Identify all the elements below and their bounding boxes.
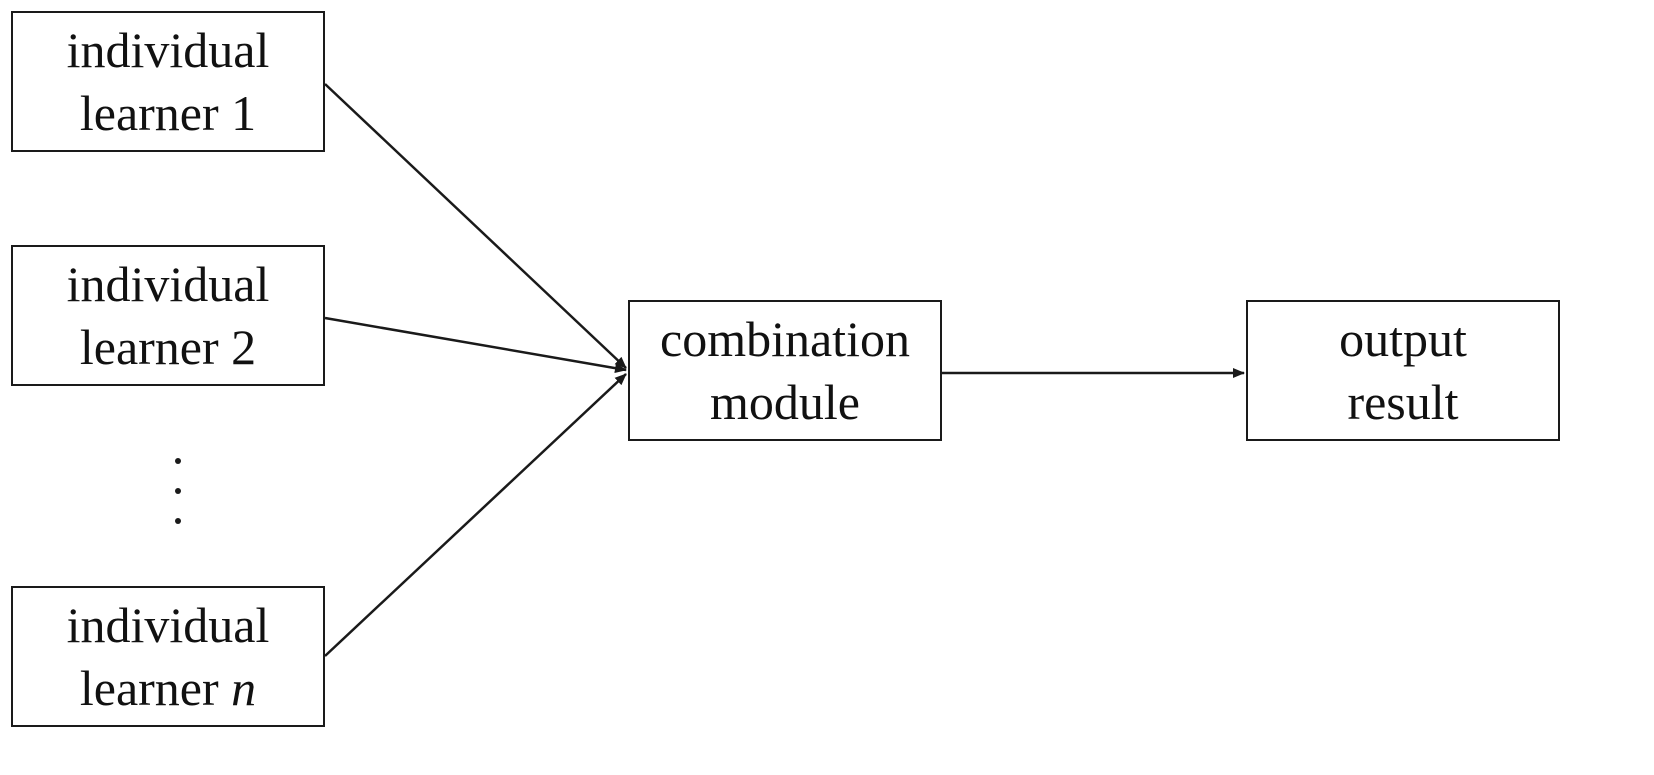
individual-learner-n-box: individual learner n xyxy=(11,586,325,727)
output-line1: output xyxy=(1339,310,1467,367)
learner-2-line2: learner 2 xyxy=(80,316,256,379)
ellipsis-dot xyxy=(175,458,181,464)
learner-2-index: 2 xyxy=(231,318,257,375)
output-result-box: output result xyxy=(1246,300,1560,441)
learner-1-line2: learner 1 xyxy=(80,82,256,145)
individual-learner-2-box: individual learner 2 xyxy=(11,245,325,386)
output-line2: result xyxy=(1347,373,1459,430)
learner-2-word: learner xyxy=(79,318,219,375)
ellipsis-dot xyxy=(175,488,181,494)
combination-module-box: combination module xyxy=(628,300,942,441)
learner-1-index: 1 xyxy=(231,84,257,141)
arrow-learner-n-to-combination xyxy=(324,373,627,657)
ellipsis-dot xyxy=(175,518,181,524)
learner-1-word: learner xyxy=(79,84,219,141)
individual-learner-1-box: individual learner 1 xyxy=(11,11,325,152)
combination-line1: combination xyxy=(660,310,910,367)
learner-n-line1: individual xyxy=(66,596,270,653)
learner-1-line1: individual xyxy=(66,21,270,78)
combination-line2: module xyxy=(710,373,860,430)
learner-n-line2: learner n xyxy=(80,657,256,720)
learner-n-word: learner xyxy=(79,659,219,716)
learner-2-line1: individual xyxy=(66,255,270,312)
arrow-learner-1-to-combination xyxy=(324,83,627,369)
learner-n-index: n xyxy=(231,659,257,716)
arrow-learner-2-to-combination xyxy=(324,316,627,374)
